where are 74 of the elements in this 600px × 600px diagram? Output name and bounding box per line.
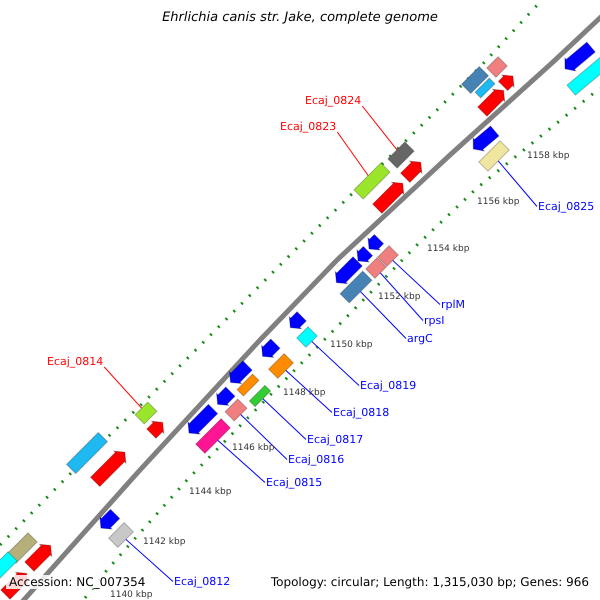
gene-bar xyxy=(236,373,260,397)
gene-block xyxy=(260,338,281,358)
gene-block xyxy=(367,234,384,251)
gene-label: Ecaj_0815 xyxy=(266,477,322,488)
gene-bar xyxy=(268,352,294,380)
tick-label: 1148 kbp xyxy=(283,389,326,398)
leader-line xyxy=(336,132,369,176)
gene-bar xyxy=(353,162,391,200)
gene-block xyxy=(288,311,307,330)
leader-line xyxy=(360,291,406,339)
leader-line xyxy=(311,340,360,386)
leader-line xyxy=(362,106,398,150)
gene-label: Ecaj_0823 xyxy=(280,121,336,132)
gene-label: Ecaj_0818 xyxy=(333,407,390,418)
gene-bar xyxy=(474,77,496,99)
gene-block xyxy=(99,508,120,530)
gene-bar xyxy=(66,432,108,474)
leader-line xyxy=(380,272,424,321)
gene-bar xyxy=(460,66,490,94)
leader-line xyxy=(262,398,306,440)
title: Ehrlichia canis str. Jake, complete genome xyxy=(161,11,439,24)
gene-block xyxy=(90,450,127,488)
tick-label: 1140 kbp xyxy=(110,591,152,600)
tick-label: 1158 kbp xyxy=(527,152,570,161)
gene-block xyxy=(228,360,253,384)
gene-block xyxy=(356,246,374,263)
gene-bar xyxy=(387,141,415,169)
gene-bar xyxy=(134,401,158,425)
gene-bar xyxy=(248,384,272,408)
gene-block xyxy=(564,41,596,72)
gene-block xyxy=(216,386,236,406)
gene-bar xyxy=(339,270,373,304)
leader-line xyxy=(498,160,538,207)
gene-label: argC xyxy=(407,333,433,344)
gene-bar xyxy=(108,522,134,548)
tick-label: 1144 kbp xyxy=(189,488,232,497)
gene-label: Ecaj_0817 xyxy=(307,434,364,445)
leader-line xyxy=(217,440,266,483)
gene-label: Ecaj_0824 xyxy=(305,95,362,106)
gene-block xyxy=(498,74,515,92)
gene-label: Ecaj_0819 xyxy=(360,380,416,391)
gene-bar xyxy=(194,418,232,454)
gene-block xyxy=(472,125,500,152)
gene-block xyxy=(187,404,218,435)
gene-bar xyxy=(486,56,508,78)
leader-line xyxy=(392,260,440,305)
tick-label: 1142 kbp xyxy=(143,538,186,547)
gene-block xyxy=(400,160,422,184)
gene-bar xyxy=(478,140,510,172)
gene-bar xyxy=(296,326,318,348)
gene-block xyxy=(24,544,52,572)
gene-block xyxy=(146,420,164,439)
gene-block xyxy=(477,88,506,117)
gene-label: Ecaj_0816 xyxy=(288,454,344,465)
gene-bar xyxy=(566,56,600,96)
gene-label: Ecaj_0825 xyxy=(538,201,594,212)
tick-label: 1146 kbp xyxy=(232,444,274,453)
tick-label: 1154 kbp xyxy=(427,245,470,254)
leader-line xyxy=(104,366,142,409)
gene-block xyxy=(372,182,404,214)
gene-label: rplM xyxy=(441,299,466,310)
leader-line xyxy=(125,538,174,582)
leader-line xyxy=(240,414,288,460)
gene-label: Ecaj_0812 xyxy=(174,576,230,587)
gene-bar xyxy=(377,245,399,267)
tick-label: 1150 kbp xyxy=(330,341,372,350)
tick-label: 1152 kbp xyxy=(378,293,420,302)
gene-block xyxy=(334,256,363,284)
gene-label: Ecaj_0814 xyxy=(47,356,104,367)
gene-bar xyxy=(365,257,387,279)
tick-label: 1156 kbp xyxy=(477,198,520,207)
gene-label: rpsI xyxy=(424,315,444,326)
leader-line xyxy=(285,370,332,413)
gene-bar xyxy=(224,398,248,422)
